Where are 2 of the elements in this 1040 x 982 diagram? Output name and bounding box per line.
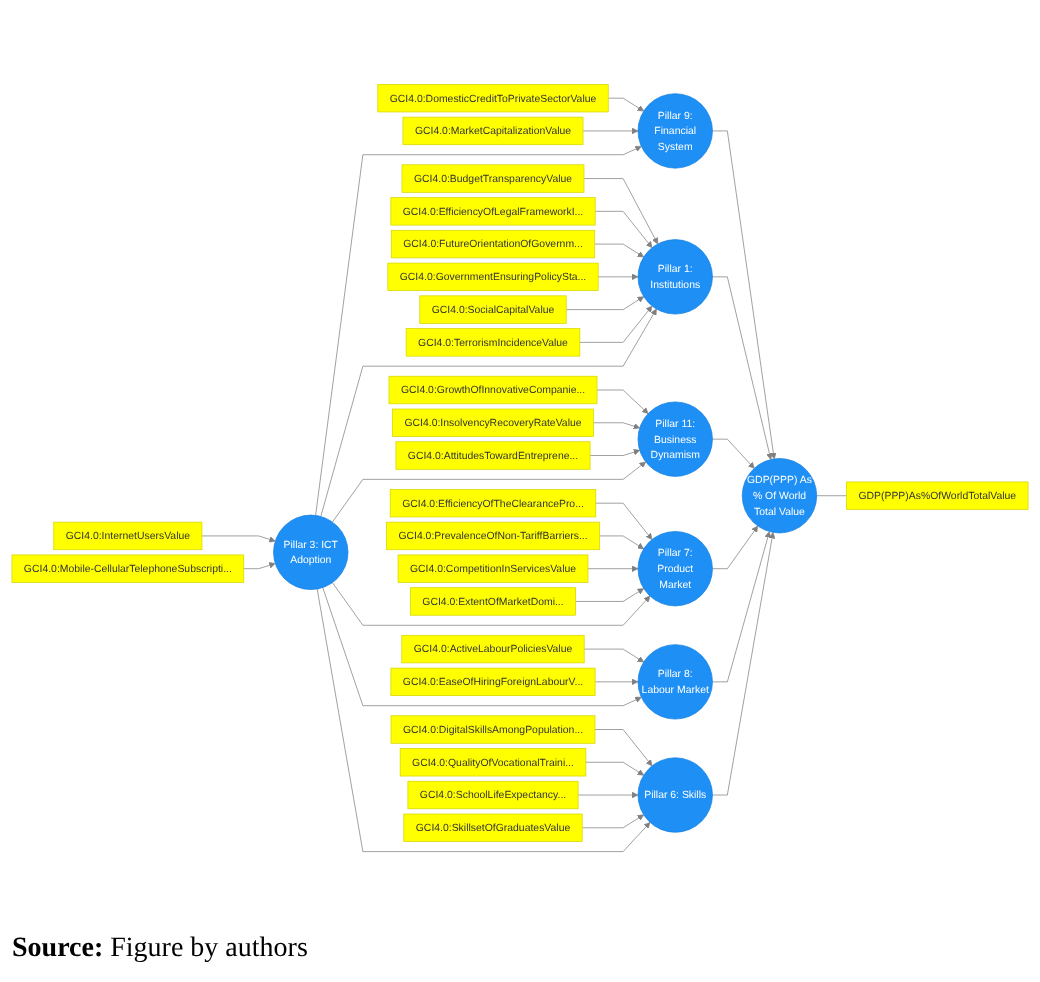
connector-line xyxy=(816,495,847,497)
caption: Source: Figure by authors xyxy=(12,934,308,966)
